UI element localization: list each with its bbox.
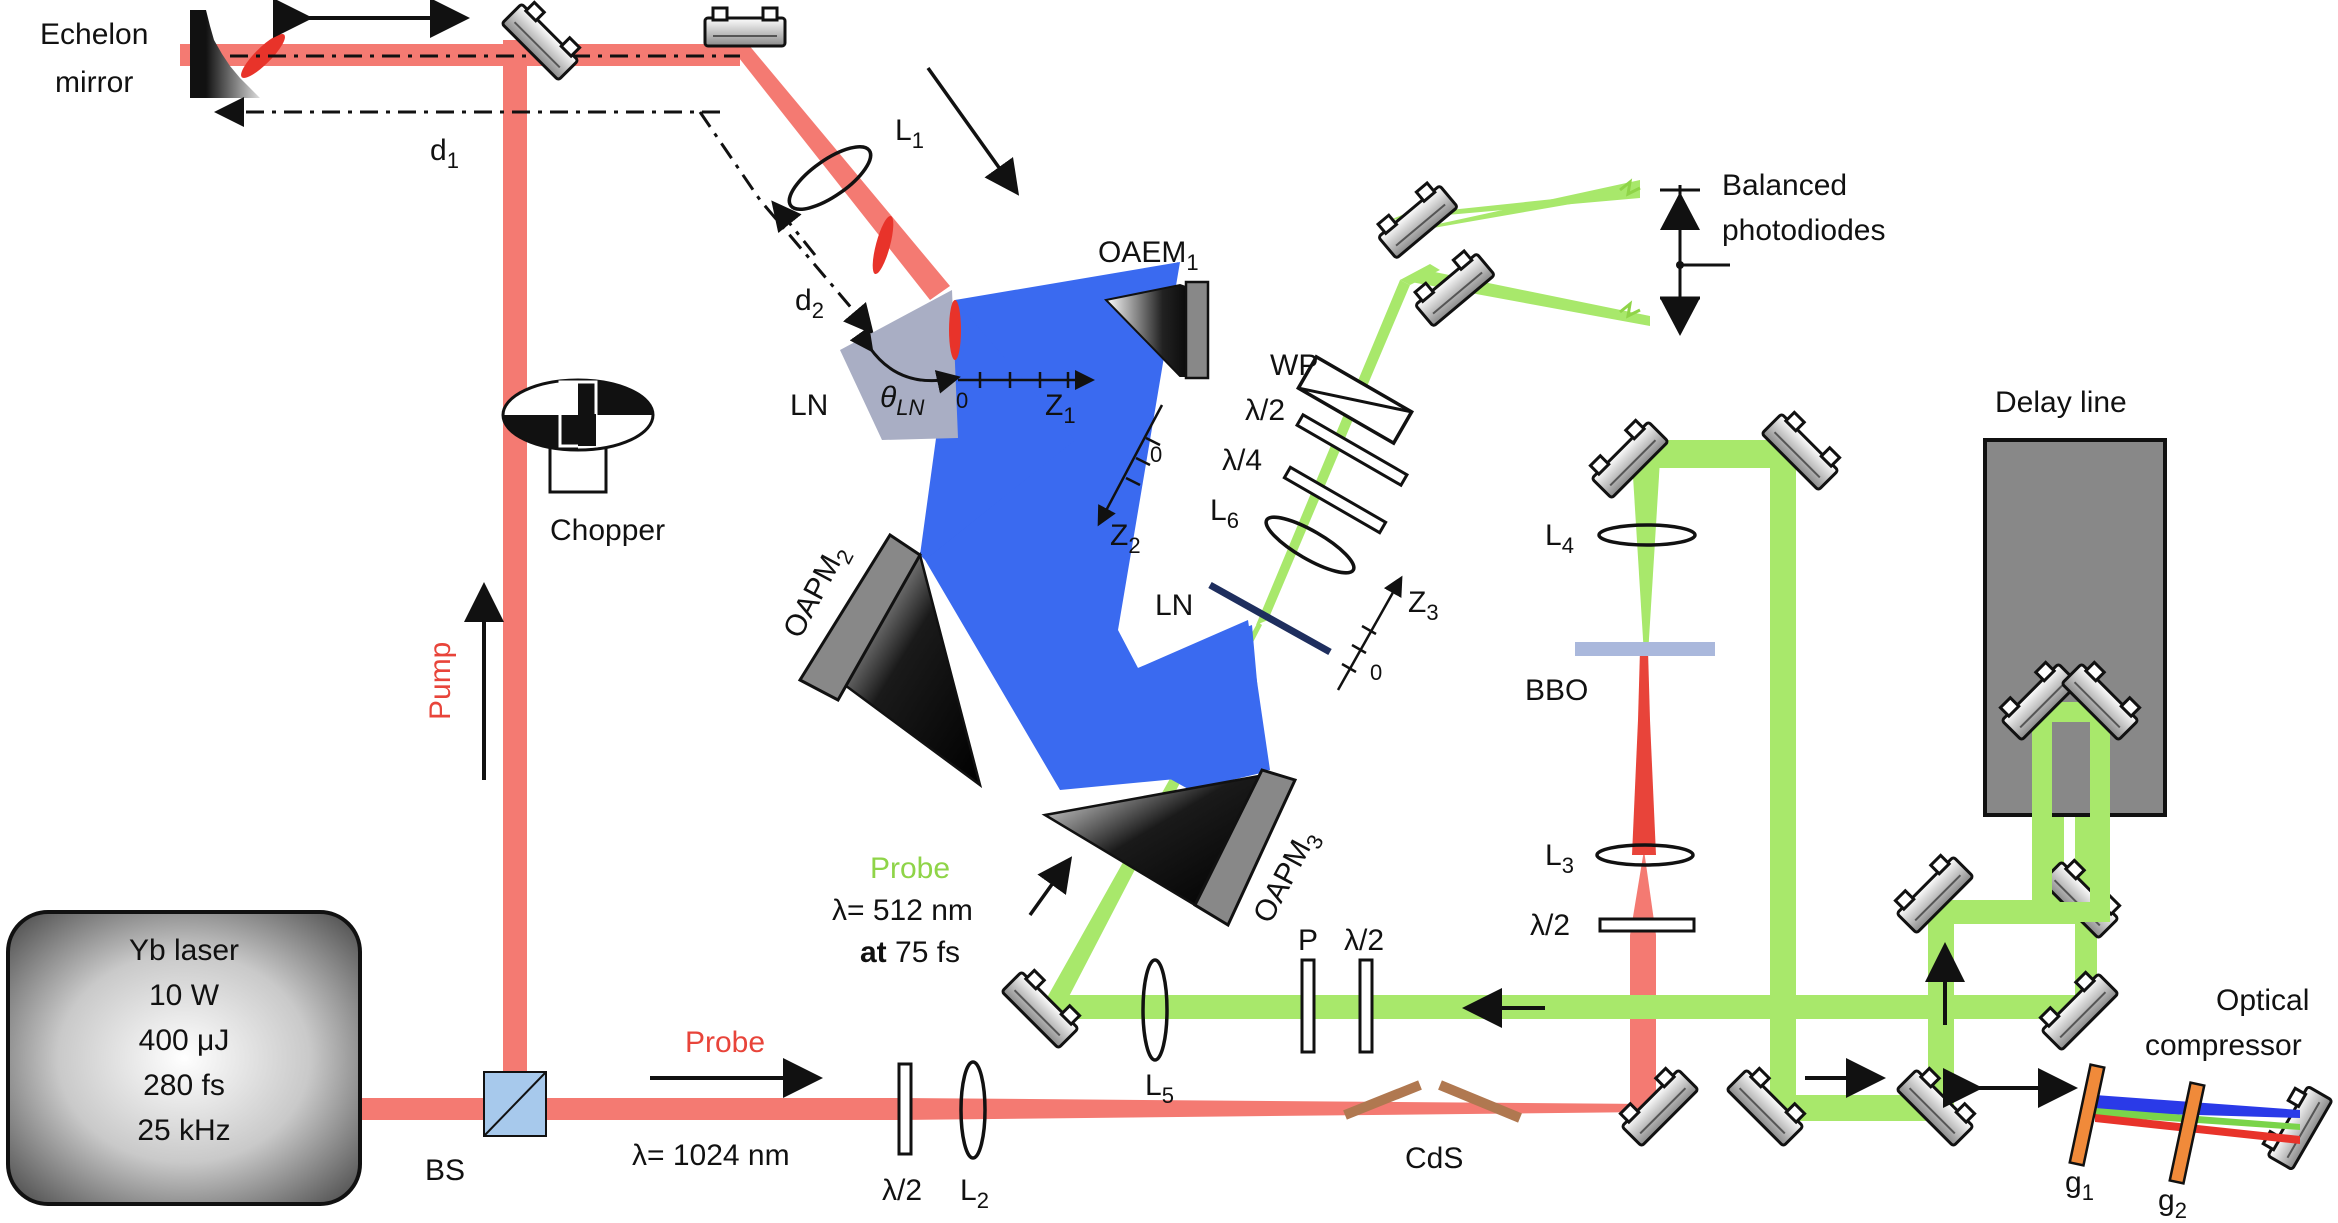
laser-line-2: 10 W — [149, 979, 220, 1012]
theta-label: θLN — [880, 381, 925, 420]
half-wave-right-label: λ/2 — [1530, 909, 1570, 942]
probe-green-beam — [1040, 180, 2120, 1121]
half-wave-plate-right — [1598, 917, 1696, 933]
z2-ticks — [1125, 436, 1161, 487]
laser-line-4: 280 fs — [143, 1069, 225, 1102]
lens-l2 — [959, 1060, 987, 1160]
reference-line — [214, 54, 874, 335]
wp-label: WP — [1270, 349, 1318, 382]
half-wave-top-label: λ/2 — [1245, 394, 1285, 427]
probe-red-label: Probe — [685, 1026, 765, 1059]
l2-label: L2 — [960, 1174, 989, 1213]
g1-label: g1 — [2065, 1166, 2094, 1205]
l6-label: L6 — [1210, 494, 1239, 533]
balanced-photodiodes — [1619, 178, 1730, 336]
ln-top-label: LN — [790, 389, 828, 422]
p-label: P — [1298, 924, 1318, 957]
mirror-probe-2 — [1407, 244, 1497, 328]
pump-label: Pump — [424, 642, 457, 720]
ln-crystal-mid — [1208, 581, 1332, 656]
balanced-label-2: photodiodes — [1722, 214, 1885, 247]
probe-green-label: Probe — [870, 852, 950, 885]
optical-label-1: Optical — [2216, 984, 2309, 1017]
probe-green-fs: at 75 fs — [860, 936, 960, 969]
probe-red-lambda: λ= 1024 nm — [632, 1139, 790, 1172]
ln-mid-label: LN — [1155, 589, 1193, 622]
lens-l6 — [1264, 515, 1356, 575]
laser-line-5: 25 kHz — [137, 1114, 230, 1147]
z3-axis — [1336, 575, 1403, 691]
echelon-label-2: mirror — [55, 66, 133, 99]
l3-label: L3 — [1545, 839, 1574, 878]
direction-arrow-top — [926, 66, 1020, 196]
quarter-wave-plate — [1282, 465, 1388, 535]
z2-axis — [1097, 404, 1164, 527]
probe-green-lambda: λ= 512 nm — [832, 894, 973, 927]
l4-label: L4 — [1545, 519, 1574, 558]
delay-line-label: Delay line — [1995, 386, 2127, 419]
echelon-mirror — [190, 10, 260, 98]
bbo-label: BBO — [1525, 674, 1588, 707]
lens-l3 — [1595, 843, 1695, 867]
probe-red-beam — [360, 650, 1665, 1120]
z3-zero: 0 — [1370, 660, 1382, 685]
z1-zero: 0 — [956, 388, 968, 413]
z3-ticks — [1341, 624, 1377, 674]
polarizer — [1300, 958, 1316, 1054]
cds-label: CdS — [1405, 1142, 1463, 1175]
d1-label: d1 — [430, 134, 459, 173]
delay-line-box — [1983, 438, 2167, 817]
delay-green-loop — [2032, 702, 2110, 922]
l1-label: L1 — [895, 114, 924, 153]
half-wave-plate-top — [1294, 412, 1410, 488]
z2-zero: 0 — [1150, 442, 1162, 467]
oaem1-label: OAEM1 — [1098, 236, 1199, 275]
bbo-crystal — [1575, 642, 1715, 656]
l5-label: L5 — [1145, 1069, 1174, 1108]
theta-arc — [849, 326, 961, 394]
chopper — [501, 378, 655, 494]
red-spot-l1 — [872, 215, 894, 275]
z2-label: Z2 — [1110, 519, 1141, 558]
d2-label: d2 — [795, 284, 824, 323]
lens-l1 — [787, 145, 873, 211]
grating-g1 — [2068, 1063, 2106, 1167]
lens-l5 — [1141, 958, 1169, 1062]
balanced-label-1: Balanced — [1722, 169, 1847, 202]
mirror-top-right — [703, 6, 787, 48]
half-wave-bottom-label: λ/2 — [882, 1174, 922, 1207]
z1-label: Z1 — [1045, 389, 1076, 428]
chopper-label: Chopper — [550, 514, 665, 547]
d2-arrow-up — [771, 200, 817, 256]
half-wave-plate-bottom — [897, 1062, 913, 1156]
wollaston-prism — [1295, 354, 1415, 446]
echelon-label-1: Echelon — [40, 18, 148, 51]
probe-green-arrow — [1028, 856, 1073, 917]
grating-g2 — [2168, 1081, 2206, 1185]
laser-line-1: Yb laser — [129, 934, 239, 967]
quarter-wave-label: λ/4 — [1222, 444, 1262, 477]
bs-label: BS — [425, 1154, 465, 1187]
yb-laser-box — [6, 910, 362, 1206]
beam-splitter — [483, 1071, 547, 1137]
half-wave-green-label: λ/2 — [1344, 924, 1384, 957]
mirror-probe-1 — [1370, 176, 1460, 260]
oapm3 — [1041, 768, 1298, 928]
z1-ticks — [978, 372, 1070, 388]
half-wave-plate-green — [1358, 958, 1374, 1054]
g2-label: g2 — [2158, 1184, 2187, 1223]
oapm2 — [797, 532, 983, 789]
echelon-lens-spot — [241, 34, 285, 78]
red-spot-ln — [949, 300, 961, 360]
oaem1 — [1104, 280, 1210, 380]
cds-crystal — [1343, 1080, 1522, 1123]
optical-label-2: compressor — [2145, 1029, 2302, 1062]
laser-line-3: 400 μJ — [139, 1024, 230, 1057]
thz-beam-upper — [925, 262, 1270, 790]
z3-label: Z3 — [1408, 586, 1439, 625]
lens-l4 — [1597, 523, 1697, 547]
